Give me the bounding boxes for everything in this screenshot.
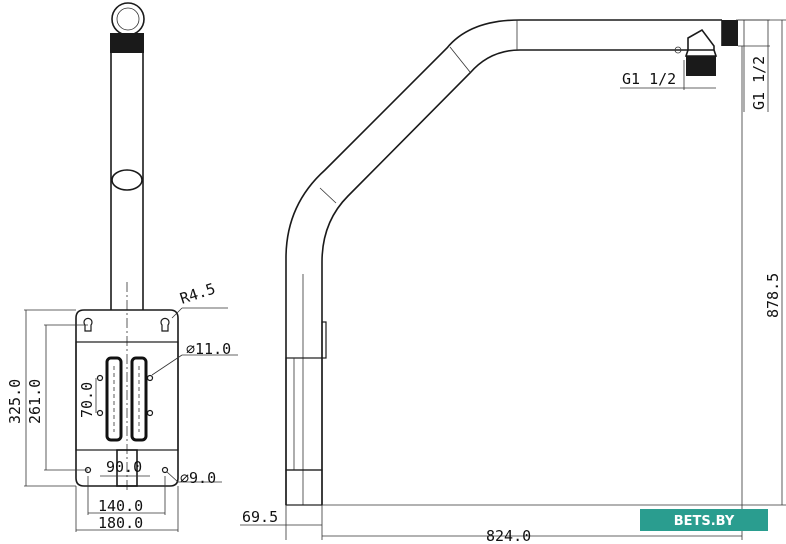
watermark: BETS.BY bbox=[640, 509, 768, 531]
wall-plate-side bbox=[285, 357, 323, 471]
label-thread-outlet: G1 1/2 bbox=[622, 70, 676, 88]
keyhole-right bbox=[160, 317, 170, 332]
label-hole-spacing-vertical: 261.0 bbox=[26, 379, 44, 424]
nozzle-thread bbox=[686, 56, 716, 76]
base-block bbox=[285, 469, 323, 506]
label-base-offset: 69.5 bbox=[242, 508, 278, 526]
hole-9-b bbox=[161, 466, 169, 474]
hole-11-c bbox=[96, 374, 104, 382]
label-hole-spacing-horizontal: 140.0 bbox=[98, 497, 143, 515]
arm-outer-edge bbox=[285, 19, 722, 505]
label-plate-height: 325.0 bbox=[6, 379, 24, 424]
slot-right bbox=[130, 356, 148, 442]
hole-11-b bbox=[146, 409, 154, 417]
outlet-ellipse bbox=[111, 169, 143, 191]
front-view: R4.5 ⌀11.0 ⌀9.0 325.0 261.0 70.0 90.0 14… bbox=[6, 2, 238, 532]
end-cap bbox=[722, 20, 738, 46]
label-slot-height: 70.0 bbox=[78, 382, 96, 418]
nozzle-pin bbox=[674, 46, 682, 54]
watermark-text: BETS.BY bbox=[674, 514, 735, 529]
hole-11-d bbox=[96, 409, 104, 417]
label-slot-spacing: 90.0 bbox=[106, 458, 142, 476]
label-total-height: 878.5 bbox=[764, 273, 782, 318]
arm-inner-edge bbox=[321, 49, 688, 505]
label-hole-11: ⌀11.0 bbox=[186, 340, 231, 358]
label-radius: R4.5 bbox=[178, 280, 218, 308]
nozzle-neck bbox=[684, 49, 718, 57]
leader-hole-9 bbox=[166, 471, 179, 483]
bend-line bbox=[449, 46, 471, 73]
label-thread-top: G1 1/2 bbox=[750, 56, 768, 110]
leader-hole-11 bbox=[151, 354, 183, 376]
bend-line bbox=[319, 187, 337, 204]
label-hole-9: ⌀9.0 bbox=[180, 469, 216, 487]
pipe-stub bbox=[116, 449, 138, 487]
slot-left bbox=[105, 356, 123, 442]
nozzle bbox=[687, 28, 715, 51]
label-total-reach: 824.0 bbox=[486, 527, 531, 544]
top-collar bbox=[110, 33, 144, 53]
leader-radius bbox=[171, 307, 183, 319]
watermark-bg bbox=[640, 509, 768, 531]
hole-11-a bbox=[146, 374, 154, 382]
mounting-plate bbox=[75, 309, 179, 487]
keyhole-left bbox=[83, 317, 93, 332]
plate-clip bbox=[321, 321, 327, 359]
label-plate-width: 180.0 bbox=[98, 514, 143, 532]
top-ring-inner bbox=[116, 7, 140, 31]
side-view: G1 1/2 G1 1/2 878.5 69.5 824.0 bbox=[240, 19, 786, 544]
